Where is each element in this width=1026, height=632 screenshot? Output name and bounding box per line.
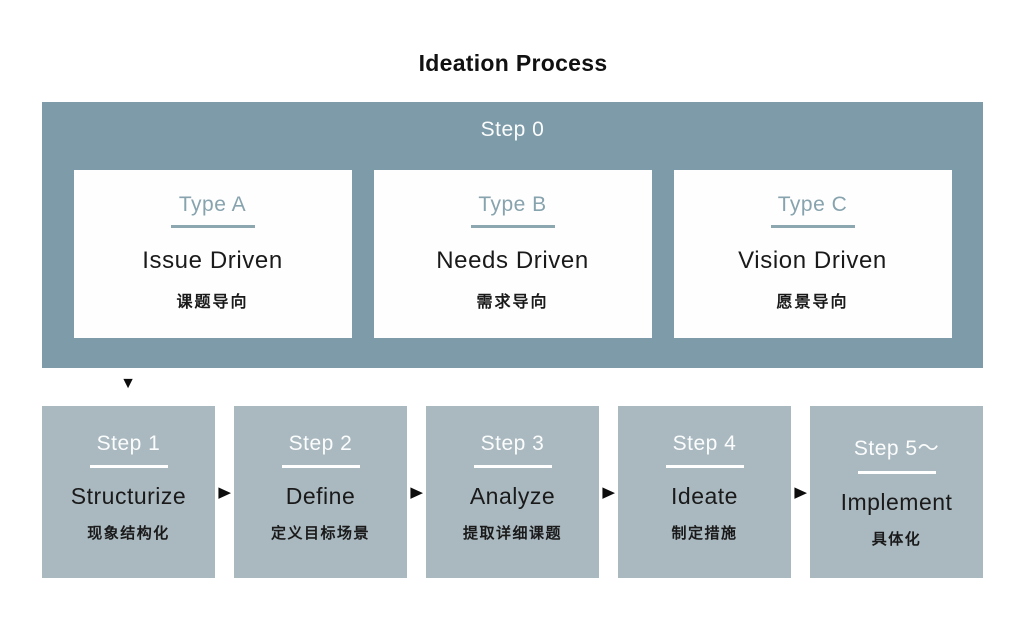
type-a-underline: [170, 225, 255, 228]
step-card-3: Step 3 Analyze 提取详细课题: [426, 406, 599, 578]
type-c-underline: [770, 225, 855, 228]
step-4-subtitle: 制定措施: [671, 525, 738, 542]
type-c-subtitle: 愿景导向: [776, 294, 849, 311]
right-arrow-icon: ▶: [218, 483, 231, 501]
step-2-label: Step 2: [288, 432, 353, 455]
type-a-subtitle: 课题导向: [176, 294, 249, 311]
down-arrow-icon: ▼: [120, 375, 136, 392]
type-card-b: Type B Needs Driven 需求导向: [373, 170, 652, 338]
arrow-cell: ▶: [599, 406, 618, 578]
step-3-underline: [473, 465, 552, 468]
step-card-1: Step 1 Structurize 现象结构化: [42, 406, 215, 578]
step-card-5: Step 5～ Implement 具体化: [810, 406, 983, 578]
arrow-cell: ▶: [407, 406, 426, 578]
step-5-label: Step 5～: [853, 437, 940, 460]
step-card-4: Step 4 Ideate 制定措施: [618, 406, 791, 578]
type-a-label: Type A: [178, 193, 247, 216]
type-a-title: Issue Driven: [142, 247, 283, 274]
step0-label: Step 0: [480, 118, 545, 141]
step-1-subtitle: 现象结构化: [87, 525, 170, 542]
step-5-underline: [857, 471, 936, 474]
type-card-c: Type C Vision Driven 愿景导向: [673, 170, 952, 338]
right-arrow-icon: ▶: [602, 483, 615, 501]
steps-row: Step 1 Structurize 现象结构化 ▶ Step 2 Define…: [42, 406, 983, 578]
type-c-title: Vision Driven: [738, 247, 887, 274]
step-3-title: Analyze: [469, 483, 556, 509]
step-3-label: Step 3: [480, 432, 545, 455]
step-1-underline: [89, 465, 168, 468]
type-row: Type A Issue Driven 课题导向 Type B Needs Dr…: [42, 170, 983, 338]
type-b-title: Needs Driven: [436, 247, 589, 274]
step-2-title: Define: [285, 483, 356, 509]
step-4-underline: [665, 465, 744, 468]
step-5-subtitle: 具体化: [871, 531, 922, 548]
step-4-label: Step 4: [672, 432, 737, 455]
type-card-a: Type A Issue Driven 课题导向: [73, 170, 352, 338]
step-1-label: Step 1: [96, 432, 161, 455]
type-c-label: Type C: [777, 193, 848, 216]
right-arrow-icon: ▶: [794, 483, 807, 501]
page-title: Ideation Process: [418, 50, 608, 76]
type-b-underline: [470, 225, 555, 228]
step0-container: Step 0 Type A Issue Driven 课题导向 Type B N…: [42, 102, 983, 368]
step-card-2: Step 2 Define 定义目标场景: [234, 406, 407, 578]
step-5-title: Implement: [840, 489, 953, 515]
step-3-subtitle: 提取详细课题: [462, 525, 562, 542]
step-1-title: Structurize: [70, 483, 187, 509]
type-b-label: Type B: [478, 193, 547, 216]
type-b-subtitle: 需求导向: [476, 294, 549, 311]
arrow-cell: ▶: [215, 406, 234, 578]
right-arrow-icon: ▶: [410, 483, 423, 501]
arrow-cell: ▶: [791, 406, 810, 578]
step-2-subtitle: 定义目标场景: [270, 525, 370, 542]
step-2-underline: [281, 465, 360, 468]
step-4-title: Ideate: [671, 483, 738, 509]
